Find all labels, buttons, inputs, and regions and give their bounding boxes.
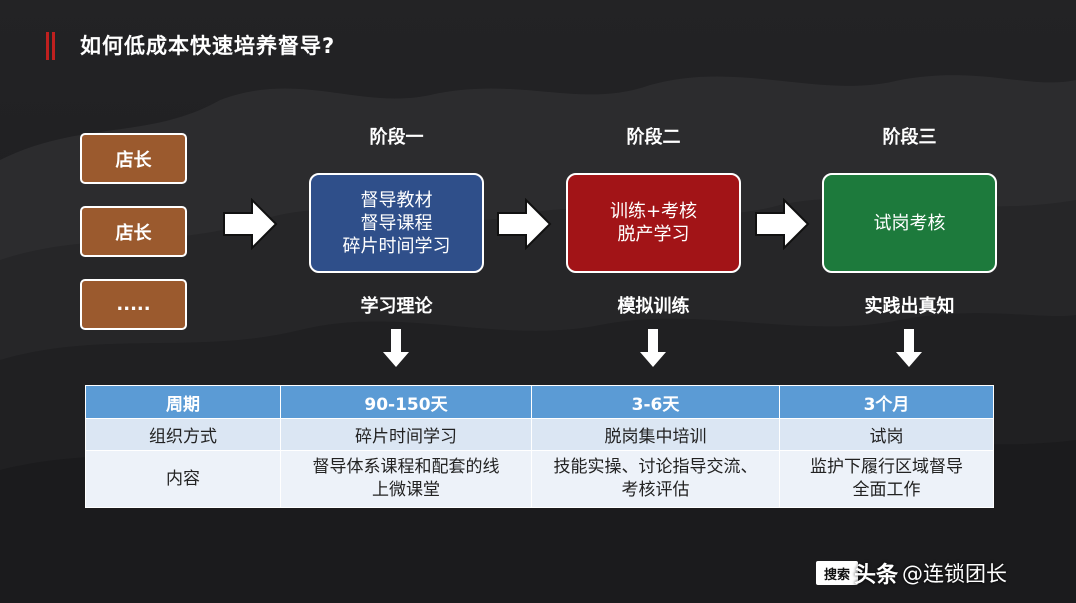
slide-title: 如何低成本快速培养督导? bbox=[80, 34, 336, 58]
table-row: 内容 督导体系课程和配套的线 上微课堂 技能实操、讨论指导交流、 考核评估 监护… bbox=[85, 450, 994, 508]
watermark: 搜索 头条 @连锁团长 bbox=[816, 556, 1056, 590]
stage-3-box: 试岗考核 bbox=[822, 173, 997, 273]
stage-2-box: 训练+考核 脱产学习 bbox=[566, 173, 741, 273]
stage-1-line: 督导课程 bbox=[360, 212, 433, 234]
table-cell-line: 监护下履行区域督导 bbox=[810, 457, 963, 477]
stage-2-caption: 模拟训练 bbox=[617, 296, 690, 317]
table-cell-line: 全面工作 bbox=[852, 480, 921, 500]
watermark-search-label: 搜索 bbox=[816, 561, 859, 585]
stage-3-heading: 阶段三 bbox=[882, 127, 937, 148]
table-cell: 组织方式 bbox=[85, 418, 281, 451]
stage-1-line: 督导教材 bbox=[360, 189, 433, 211]
role-box-store-manager-2: 店长 bbox=[80, 206, 187, 257]
training-plan-table: 周期 90-150天 3-6天 3个月 组织方式 碎片时间学习 脱岗集中培训 试… bbox=[85, 385, 994, 508]
title-accent-bars bbox=[46, 32, 56, 60]
watermark-account: @连锁团长 bbox=[902, 562, 1008, 586]
table-cell: 技能实操、讨论指导交流、 考核评估 bbox=[531, 450, 780, 508]
table-cell: 脱岗集中培训 bbox=[531, 418, 780, 451]
arrow-right-icon bbox=[223, 198, 278, 250]
stage-1-line: 碎片时间学习 bbox=[342, 235, 451, 257]
arrow-right-icon bbox=[755, 198, 810, 250]
table-cell-line: 技能实操、讨论指导交流、 bbox=[553, 457, 758, 477]
table-cell-line: 上微课堂 bbox=[372, 480, 440, 500]
arrow-down-icon bbox=[640, 329, 666, 367]
table-header-cell: 周期 bbox=[85, 385, 281, 419]
table-cell: 监护下履行区域督导 全面工作 bbox=[779, 450, 994, 508]
role-box-more: ..... bbox=[80, 279, 187, 330]
stage-3-caption: 实践出真知 bbox=[864, 296, 955, 317]
arrow-right-icon bbox=[497, 198, 552, 250]
stage-1-caption: 学习理论 bbox=[360, 296, 433, 317]
role-box-store-manager-1: 店长 bbox=[80, 133, 187, 184]
table-cell: 碎片时间学习 bbox=[280, 418, 532, 451]
table-cell-line: 督导体系课程和配套的线 bbox=[312, 457, 500, 477]
stage-2-heading: 阶段二 bbox=[626, 127, 681, 148]
table-header-row: 周期 90-150天 3-6天 3个月 bbox=[85, 385, 994, 419]
table-header-cell: 90-150天 bbox=[280, 385, 532, 419]
stage-3-line: 试岗考核 bbox=[873, 212, 946, 234]
stage-2-line: 脱产学习 bbox=[617, 224, 690, 245]
table-row: 组织方式 碎片时间学习 脱岗集中培训 试岗 bbox=[85, 418, 994, 451]
table-cell: 内容 bbox=[85, 450, 281, 508]
stage-2-line: 训练+考核 bbox=[609, 201, 698, 222]
table-cell: 督导体系课程和配套的线 上微课堂 bbox=[280, 450, 532, 508]
table-cell-line: 考核评估 bbox=[621, 480, 690, 500]
arrow-down-icon bbox=[383, 329, 409, 367]
stage-1-box: 督导教材 督导课程 碎片时间学习 bbox=[309, 173, 484, 273]
stage-1-heading: 阶段一 bbox=[369, 127, 424, 148]
table-header-cell: 3-6天 bbox=[531, 385, 780, 419]
table-cell: 试岗 bbox=[779, 418, 994, 451]
watermark-brand: 头条 bbox=[854, 563, 899, 588]
table-header-cell: 3个月 bbox=[779, 385, 994, 419]
arrow-down-icon bbox=[896, 329, 922, 367]
